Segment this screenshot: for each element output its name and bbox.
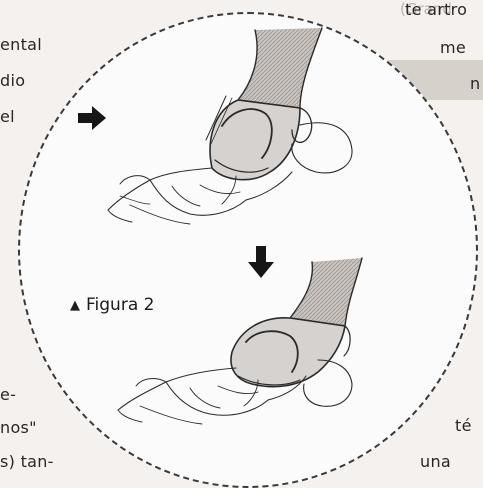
triangle-marker-icon: ▲ [70,298,80,313]
lower-ankle-drawing [118,258,362,424]
upper-ankle-drawing [108,28,352,224]
arrow-down-icon [248,246,274,278]
figure-caption-text: Figura 2 [86,295,154,315]
figure-caption: ▲ Figura 2 [70,295,154,315]
arrow-right-icon [78,106,106,130]
